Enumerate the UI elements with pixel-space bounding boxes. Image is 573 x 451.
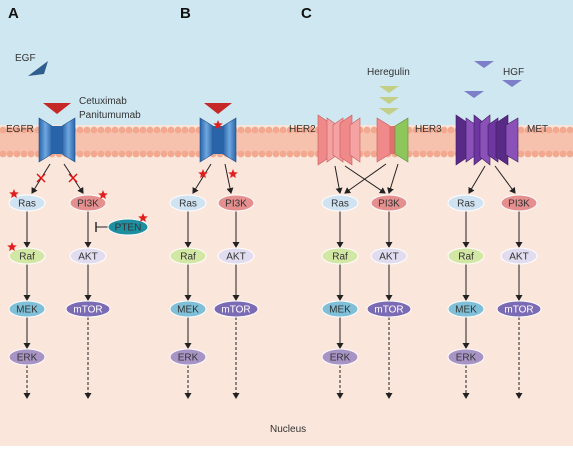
drug-label-panitumumab: Panitumumab [79,110,141,121]
node-ras-2: Ras [321,194,359,212]
node-erk-2: ERK [321,348,359,366]
svg-text:ERK: ERK [456,353,477,364]
node-mtor-2: mTOR [366,300,412,318]
node-akt-2: AKT [370,247,408,265]
heregulin-label: Heregulin [367,67,410,78]
egf-label: EGF [15,53,36,64]
drug-label-cetuximab: Cetuximab [79,96,127,107]
node-erk-3: ERK [447,348,485,366]
node-raf-0: Raf [8,247,46,265]
svg-text:PTEN: PTEN [115,223,142,234]
svg-text:Raf: Raf [19,252,35,263]
node-mek-0: MEK [8,300,46,318]
svg-text:ERK: ERK [330,353,351,364]
signal-arrows [23,163,523,399]
egfr-receptor-a [38,117,76,163]
node-pi3k-2: PI3K [370,194,408,212]
svg-text:MEK: MEK [16,305,38,316]
svg-text:ERK: ERK [17,353,38,364]
node-ras-0: Ras [8,194,46,212]
node-erk-0: ERK [8,348,46,366]
met-receptor-cluster [455,114,519,166]
node-mek-3: MEK [447,300,485,318]
node-akt-0: AKT [69,247,107,265]
svg-text:mTOR: mTOR [374,305,403,316]
her2-label: HER2 [289,124,316,135]
svg-text:AKT: AKT [78,252,97,263]
svg-text:PI3K: PI3K [508,199,530,210]
svg-text:MEK: MEK [455,305,477,316]
hgf-label: HGF [503,67,524,78]
panel-b-label: B [180,5,191,22]
mutation-star-icon [138,213,148,222]
node-pi3k-0: PI3K [69,194,107,212]
node-raf-3: Raf [447,247,485,265]
panel-a-label: A [8,5,19,22]
node-erk-1: ERK [169,348,207,366]
egf-ligand [28,61,48,76]
node-mek-2: MEK [321,300,359,318]
her2-her3-heterodimer [376,117,409,163]
svg-text:AKT: AKT [509,252,528,263]
mutation-star-icon [7,242,17,251]
svg-text:AKT: AKT [379,252,398,263]
svg-text:mTOR: mTOR [221,305,250,316]
svg-text:Raf: Raf [180,252,196,263]
heregulin-ligand [379,86,399,115]
mutation-star-icon [228,169,238,178]
mutation-markers [7,120,238,251]
her3-label: HER3 [415,124,442,135]
antibody-a [43,103,71,114]
svg-text:PI3K: PI3K [225,199,247,210]
intracellular-space [0,125,573,446]
node-ras-1: Ras [169,194,207,212]
node-mek-1: MEK [169,300,207,318]
svg-text:Ras: Ras [457,199,475,210]
nucleus-label: Nucleus [270,424,306,435]
met-label: MET [527,124,548,135]
svg-text:mTOR: mTOR [504,305,533,316]
node-ras-3: Ras [447,194,485,212]
mutation-star-icon [213,120,223,129]
node-pi3k-3: PI3K [500,194,538,212]
node-raf-1: Raf [169,247,207,265]
svg-text:MEK: MEK [177,305,199,316]
node-mtor-3: mTOR [496,300,542,318]
svg-text:Ras: Ras [18,199,36,210]
node-pi3k-1: PI3K [217,194,255,212]
svg-text:PI3K: PI3K [77,199,99,210]
svg-text:Raf: Raf [332,252,348,263]
hgf-ligand [464,61,522,98]
panel-c-label: C [301,5,312,22]
node-mtor-1: mTOR [213,300,259,318]
mutation-star-icon [98,190,108,199]
svg-text:Ras: Ras [179,199,197,210]
svg-text:mTOR: mTOR [73,305,102,316]
node-mtor-0: mTOR [65,300,111,318]
egfr-label: EGFR [6,124,34,135]
svg-text:AKT: AKT [226,252,245,263]
svg-text:PI3K: PI3K [378,199,400,210]
svg-text:Ras: Ras [331,199,349,210]
her2-dimer [317,114,361,166]
egfr-receptor-b [199,117,237,163]
mutation-star-icon [198,169,208,178]
node-akt-3: AKT [500,247,538,265]
antibody-b [204,103,232,114]
svg-text:Raf: Raf [458,252,474,263]
mutation-star-icon [9,189,19,198]
node-akt-1: AKT [217,247,255,265]
svg-text:ERK: ERK [178,353,199,364]
svg-text:MEK: MEK [329,305,351,316]
node-pten-a: PTEN [107,218,149,236]
node-raf-2: Raf [321,247,359,265]
